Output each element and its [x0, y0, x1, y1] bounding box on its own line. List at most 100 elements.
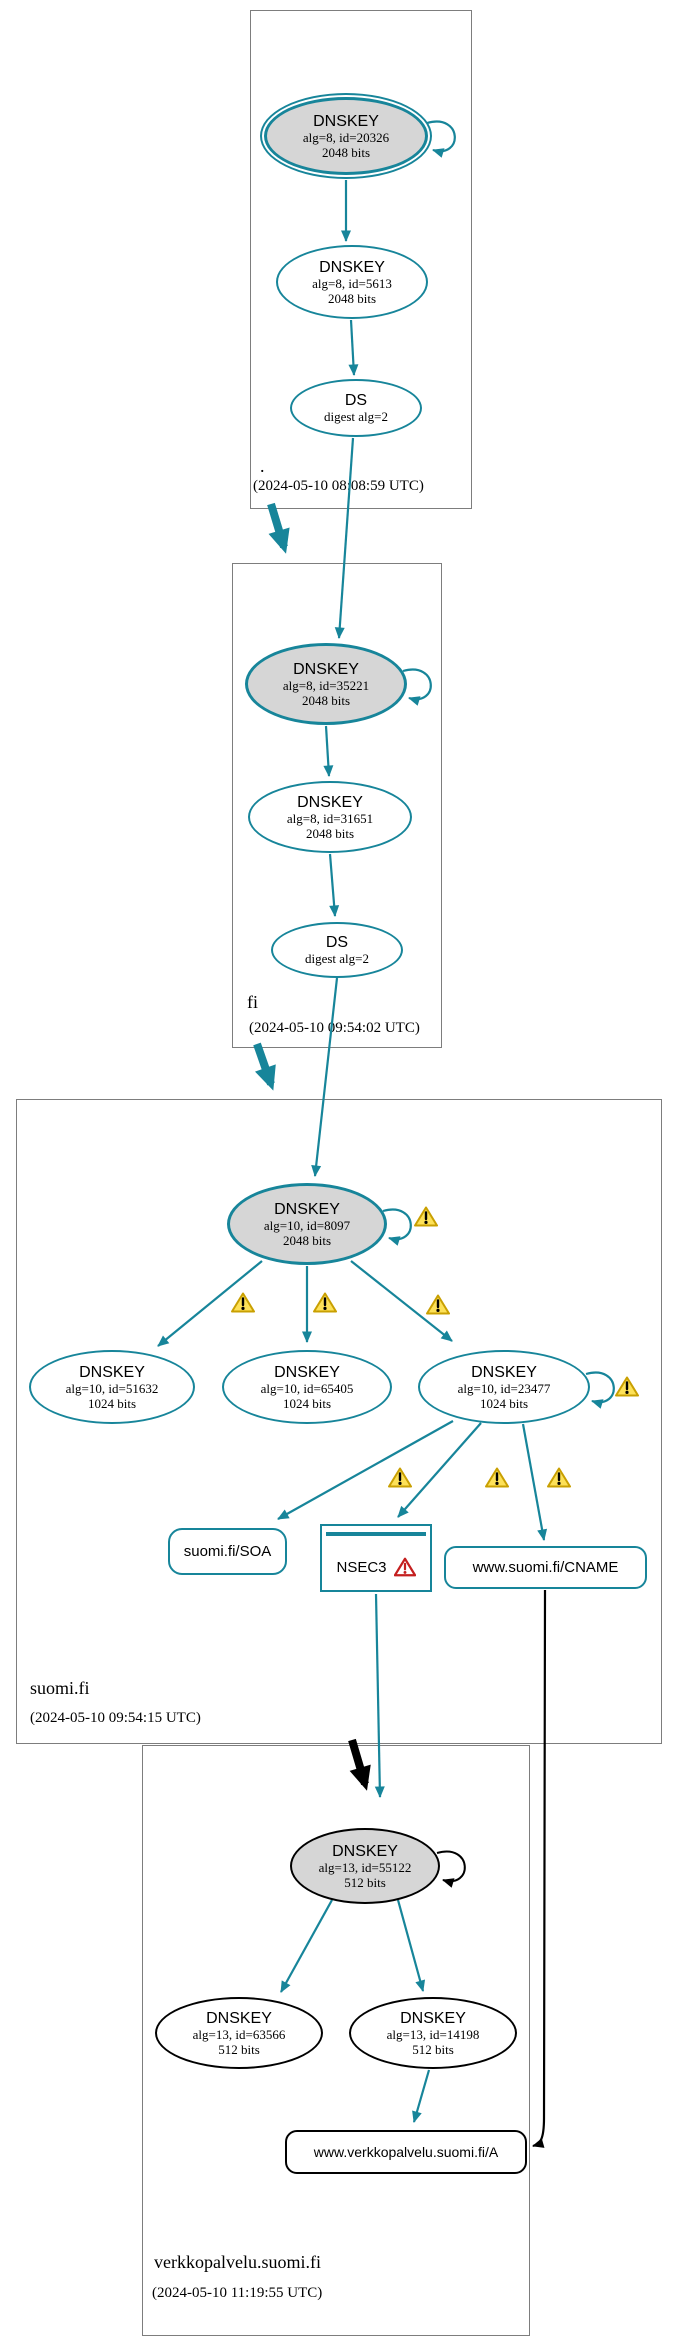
zone-box-root [250, 10, 472, 509]
zone-box-fi [232, 563, 442, 1048]
rrset-label: www.suomi.fi/CNAME [472, 1559, 619, 1576]
node-size: 2048 bits [305, 825, 355, 841]
warning-icon[interactable] [231, 1292, 255, 1313]
error-icon[interactable] [393, 1557, 416, 1577]
node-title: DS [344, 392, 368, 409]
edge-fi-ksk-selfsign [402, 668, 432, 706]
edge-fi-zsk-ds [328, 853, 340, 917]
node-rrset-www-suomi-cname[interactable]: www.suomi.fi/CNAME [444, 1546, 647, 1589]
nsec3-top-bar [326, 1532, 426, 1536]
node-size: 512 bits [218, 2041, 260, 2057]
node-title: DNSKEY [297, 793, 363, 811]
node-detail: alg=10, id=23477 [457, 1380, 551, 1396]
node-title: DS [325, 934, 349, 951]
edge-fi-ksk-zsk [323, 725, 334, 777]
node-title: DNSKEY [332, 1842, 398, 1860]
edge-delegation-root-fi [267, 502, 290, 554]
edge-suomi-zsk23477-selfsign [585, 1371, 615, 1409]
node-detail: alg=13, id=55122 [318, 1859, 412, 1875]
warning-icon[interactable] [313, 1292, 337, 1313]
node-size: 2048 bits [301, 692, 351, 708]
node-detail: alg=8, id=35221 [282, 677, 370, 693]
edge-root-ds-fi-ksk [334, 437, 355, 639]
node-size: 512 bits [344, 1874, 386, 1890]
edge-suomi-ksk-zsk23477 [350, 1260, 453, 1342]
node-detail: digest alg=2 [323, 409, 389, 424]
node-size: 512 bits [412, 2041, 454, 2057]
zone-timestamp-fi: (2024-05-10 09:54:02 UTC) [249, 1020, 420, 1036]
edge-fi-ds-suomi-ksk [311, 977, 339, 1177]
node-dnskey-23477[interactable]: DNSKEY alg=10, id=23477 1024 bits [418, 1350, 590, 1424]
warning-icon[interactable] [414, 1206, 438, 1227]
node-size: 2048 bits [327, 290, 377, 306]
warning-icon[interactable] [615, 1376, 639, 1397]
node-dnskey-35221[interactable]: DNSKEY alg=8, id=35221 2048 bits [245, 643, 407, 725]
node-dnskey-65405[interactable]: DNSKEY alg=10, id=65405 1024 bits [222, 1350, 392, 1424]
zone-label-suomi-fi: suomi.fi [30, 1678, 90, 1698]
edge-zsk14198-a [412, 2069, 431, 2123]
node-size: 2048 bits [282, 1232, 332, 1248]
zone-timestamp-root: (2024-05-10 08:08:59 UTC) [253, 478, 424, 494]
rrset-label: www.verkkopalvelu.suomi.fi/A [313, 2144, 499, 2160]
zone-label-fi: fi [247, 992, 258, 1012]
node-title: DNSKEY [293, 660, 359, 678]
node-ds-root[interactable]: DS digest alg=2 [290, 379, 422, 437]
node-detail: alg=10, id=51632 [65, 1380, 159, 1396]
node-detail: digest alg=2 [304, 951, 370, 966]
node-title: DNSKEY [471, 1363, 537, 1381]
edge-verkko-ksk-zsk14198 [396, 1899, 426, 1992]
node-dnskey-14198[interactable]: DNSKEY alg=13, id=14198 512 bits [349, 1997, 517, 2069]
edge-root-zsk-ds [348, 319, 359, 376]
zone-timestamp-verkkopalvelu: (2024-05-10 11:19:55 UTC) [152, 2285, 323, 2301]
warning-icon[interactable] [426, 1294, 450, 1315]
nsec3-label: NSEC3 [336, 1558, 387, 1576]
node-rrset-verkko-a[interactable]: www.verkkopalvelu.suomi.fi/A [285, 2130, 527, 2174]
node-nsec3[interactable]: NSEC3 [320, 1524, 432, 1592]
node-size: 1024 bits [282, 1395, 332, 1411]
edge-suomi-ksk-zsk51632 [157, 1260, 263, 1347]
warning-icon[interactable] [547, 1467, 571, 1488]
node-title: DNSKEY [79, 1363, 145, 1381]
node-detail: alg=8, id=20326 [302, 129, 390, 145]
edge-delegation-suomi-verkko [348, 1738, 371, 1791]
node-title: DNSKEY [313, 112, 379, 130]
edge-verkko-ksk-zsk63566 [280, 1899, 333, 1993]
node-detail: alg=13, id=63566 [192, 2026, 286, 2042]
warning-icon[interactable] [388, 1467, 412, 1488]
node-title: DNSKEY [274, 1200, 340, 1218]
zone-label-root: . [260, 456, 265, 476]
edge-nsec3-insecure-proof [374, 1593, 385, 1798]
node-detail: alg=8, id=31651 [286, 810, 374, 826]
node-dnskey-63566[interactable]: DNSKEY alg=13, id=63566 512 bits [155, 1997, 323, 2069]
node-rrset-suomi-soa[interactable]: suomi.fi/SOA [168, 1528, 287, 1575]
node-dnskey-55122[interactable]: DNSKEY alg=13, id=55122 512 bits [290, 1828, 440, 1904]
zone-timestamp-suomi-fi: (2024-05-10 09:54:15 UTC) [30, 1710, 201, 1726]
node-title: DNSKEY [319, 258, 385, 276]
node-dnskey-51632[interactable]: DNSKEY alg=10, id=51632 1024 bits [29, 1350, 195, 1424]
node-title: DNSKEY [274, 1363, 340, 1381]
rrset-label: suomi.fi/SOA [183, 1543, 272, 1560]
node-dnskey-20326[interactable]: DNSKEY alg=8, id=20326 2048 bits [260, 93, 432, 179]
edge-root-ksk-selfsign [426, 120, 456, 158]
node-size: 2048 bits [321, 144, 371, 160]
zone-box-suomi-fi [16, 1099, 662, 1744]
node-title: DNSKEY [400, 2009, 466, 2027]
node-dnskey-5613[interactable]: DNSKEY alg=8, id=5613 2048 bits [276, 245, 428, 319]
node-size: 1024 bits [87, 1395, 137, 1411]
edge-cname-to-a [532, 1589, 547, 2148]
zone-box-verkkopalvelu [142, 1745, 530, 2336]
node-size: 1024 bits [479, 1395, 529, 1411]
node-title: DNSKEY [206, 2009, 272, 2027]
node-dnskey-8097[interactable]: DNSKEY alg=10, id=8097 2048 bits [227, 1183, 387, 1265]
edge-zsk23477-cname [521, 1423, 548, 1541]
edge-zsk23477-soa [277, 1420, 454, 1520]
edge-suomi-ksk-selfsign [382, 1208, 412, 1246]
node-dnskey-31651[interactable]: DNSKEY alg=8, id=31651 2048 bits [248, 781, 412, 853]
node-ds-fi[interactable]: DS digest alg=2 [271, 922, 403, 978]
zone-label-verkkopalvelu: verkkopalvelu.suomi.fi [154, 2252, 321, 2272]
warning-icon[interactable] [485, 1467, 509, 1488]
edge-verkko-ksk-selfsign [436, 1850, 466, 1888]
node-detail: alg=10, id=8097 [263, 1217, 351, 1233]
